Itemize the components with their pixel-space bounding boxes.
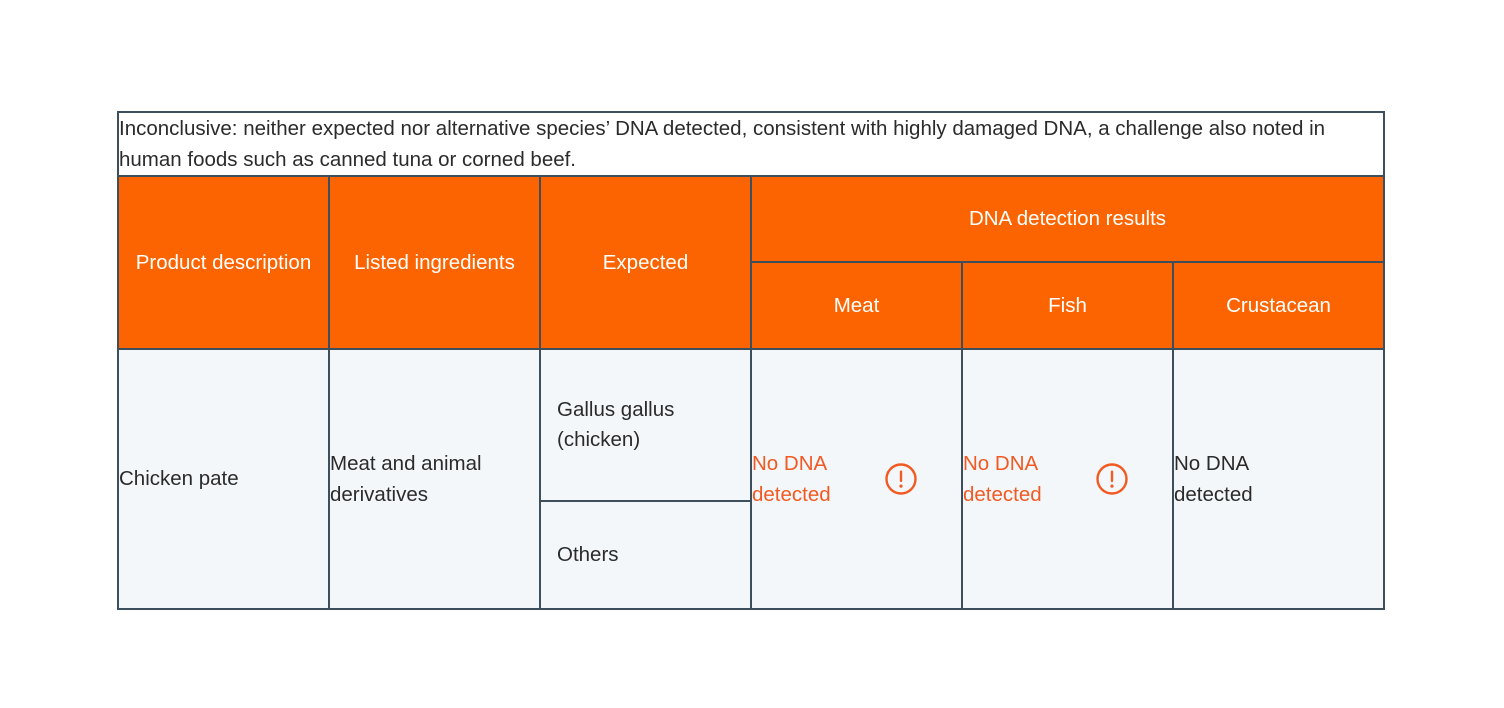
cell-expected: Gallus gallus (chicken) Others [539, 348, 752, 611]
column-header-listed-ingredients: Listed ingredients [328, 175, 541, 351]
result-fish-text: No DNA detected [963, 451, 1042, 507]
cell-result-fish: No DNA detected [961, 348, 1174, 611]
column-header-product-description: Product description [117, 175, 330, 351]
expected-species-primary: Gallus gallus (chicken) [541, 350, 750, 503]
expected-sub-table: Gallus gallus (chicken) Others [541, 350, 750, 609]
result-crustacean-inner: No DNA detected [1174, 448, 1383, 512]
cell-result-crustacean: No DNA detected [1172, 348, 1385, 611]
alert-circle-icon [884, 462, 918, 496]
result-crustacean-text: No DNA detected [1174, 451, 1253, 507]
column-header-crustacean: Crustacean [1172, 261, 1385, 351]
table-caption: Inconclusive: neither expected nor alter… [117, 110, 1385, 178]
column-header-fish: Fish [961, 261, 1174, 351]
header-row-sub: Meat Fish Crustacean [118, 261, 1385, 351]
alert-circle-icon [1095, 462, 1129, 496]
expected-sub-row-others: Others [541, 501, 750, 609]
expected-sub-row-primary: Gallus gallus (chicken) [541, 350, 750, 503]
result-meat-text: No DNA detected [752, 451, 831, 507]
cell-result-meat: No DNA detected [750, 348, 963, 611]
dna-results-table: Inconclusive: neither expected nor alter… [117, 110, 1385, 611]
caption-row: Inconclusive: neither expected nor alter… [117, 110, 1385, 178]
result-meat-inner: No DNA detected [752, 448, 961, 512]
column-header-dna-detection-results: DNA detection results [750, 175, 1385, 264]
cell-product-description: Chicken pate [117, 348, 330, 611]
header-row-group: Product description Listed ingredients E… [117, 175, 1385, 351]
result-fish-inner: No DNA detected [963, 448, 1172, 512]
expected-species-others: Others [541, 501, 750, 609]
column-header-meat: Meat [750, 261, 963, 351]
cell-listed-ingredients: Meat and animal derivatives [328, 348, 541, 611]
column-header-expected: Expected [539, 175, 752, 351]
table-row: Chicken pate Meat and animal derivatives… [117, 348, 1385, 611]
